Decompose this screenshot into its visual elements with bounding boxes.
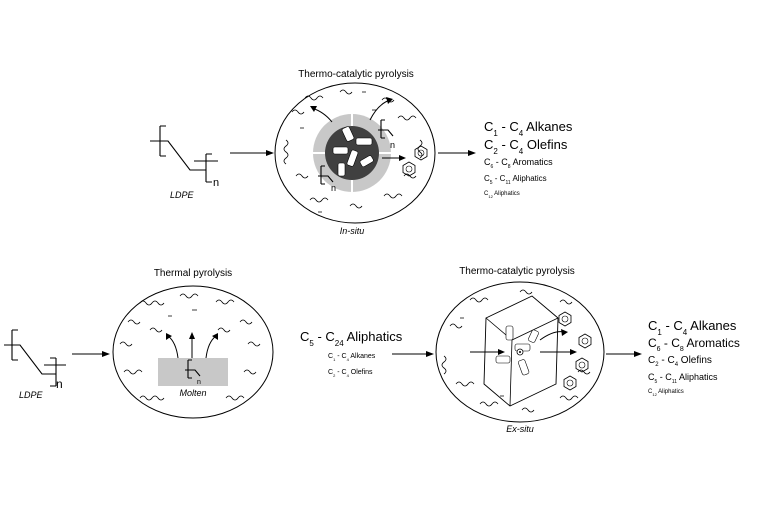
benzene-ring-icon: [578, 333, 592, 349]
product-formula: C1 - C4 Alkanes: [648, 318, 737, 337]
product-formula: C1 - C4 Alkanes: [484, 119, 573, 138]
in-situ-ldpe-structure: n: [150, 125, 219, 189]
in-situ-mode-label: In-situ: [340, 226, 365, 236]
in-situ-catalyst-chain-2: n: [318, 165, 336, 193]
ex-situ-catalytic-title: Thermo-catalytic pyrolysis: [459, 266, 575, 277]
in-situ-wavy-products: [283, 89, 423, 213]
ex-situ-arrow-out: [606, 351, 642, 357]
thermal-wavy-products: [119, 293, 261, 401]
catalytic-flow-arrows: [470, 329, 577, 355]
ex-situ-arrow-in: [72, 351, 110, 357]
ex-situ-ldpe-label: LDPE: [19, 390, 44, 400]
in-situ-title: Thermo-catalytic pyrolysis: [298, 69, 414, 80]
in-situ-repeat-n: n: [213, 177, 219, 189]
benzene-ring-icon: [563, 375, 577, 391]
product-formula: C5 - C24 Aliphatics: [300, 329, 403, 348]
in-situ-ldpe-label: LDPE: [170, 190, 195, 200]
in-situ-catalyst-chain-1: n: [378, 119, 395, 150]
ex-situ-repeat-n: n: [56, 377, 63, 391]
product-formula: C12 Aliphatics: [648, 389, 684, 397]
product-formula: C6 - C8 Aromatics: [648, 336, 740, 353]
zeolite-catalyst-icon: [313, 114, 391, 192]
in-situ-arrow-in: [230, 150, 274, 156]
ex-situ-intermediate-list: C5 - C24 Aliphatics C1 - C4 Alkanes C2 - C…: [300, 329, 403, 378]
in-situ-arrow-out: [438, 150, 476, 156]
product-formula: C2 - C4 Olefins: [328, 369, 373, 378]
benzene-ring-icon: [402, 161, 416, 177]
molten-polymer-pool: [158, 358, 228, 386]
molten-chain: n: [185, 359, 201, 386]
thermal-vapor-arrows: [166, 332, 218, 359]
product-formula: C5 - C11 Aliphatics: [648, 372, 718, 385]
ex-situ-arrow-mid: [392, 351, 434, 357]
product-formula: C5 - C11 Aliphatics: [484, 174, 547, 186]
product-formula: C2 - C4 Olefins: [484, 137, 568, 156]
benzene-ring-icon: [414, 145, 428, 161]
molten-label: Molten: [179, 388, 206, 398]
product-formula: C12 Aliphatics: [484, 191, 520, 199]
benzene-ring-icon: [558, 311, 572, 327]
thermal-pyrolysis-title: Thermal pyrolysis: [154, 268, 232, 279]
thermal-reactor: [112, 285, 274, 419]
ex-situ-mode-label: Ex-situ: [506, 424, 534, 434]
product-formula: C6 - C8 Aromatics: [484, 157, 553, 170]
product-formula: C2 - C4 Olefins: [648, 355, 712, 368]
svg-text:n: n: [390, 140, 395, 150]
monolith-catalyst-icon: [483, 295, 559, 407]
ex-situ-ldpe-structure: n: [4, 329, 66, 391]
in-situ-diffusion-arrows: [310, 97, 406, 161]
svg-text:n: n: [197, 379, 201, 386]
benzene-ring-icon: [575, 357, 589, 373]
svg-text:n: n: [331, 183, 336, 193]
product-formula: C1 - C4 Alkanes: [328, 353, 376, 362]
